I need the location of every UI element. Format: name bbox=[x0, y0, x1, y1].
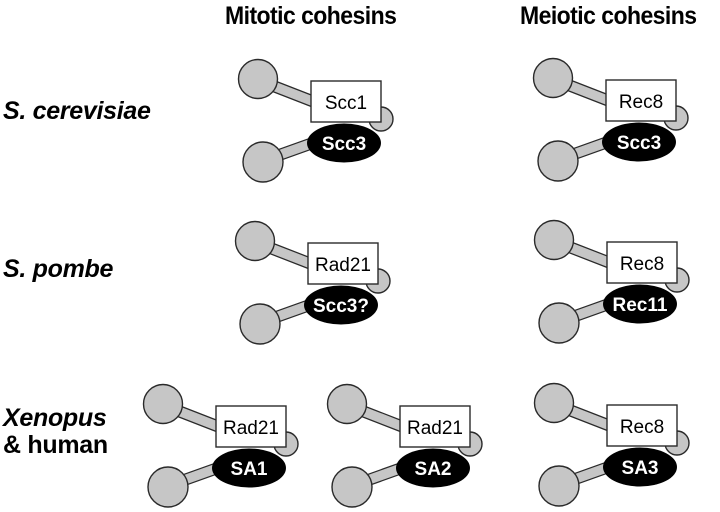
kleisin-label: Rad21 bbox=[407, 418, 463, 439]
species-name: S. pombe bbox=[3, 255, 114, 283]
species-name: S. cerevisiae bbox=[3, 97, 151, 125]
kleisin-box bbox=[215, 405, 287, 448]
sa-subunit-ellipse bbox=[603, 284, 677, 324]
smc-head-bottom bbox=[147, 466, 189, 508]
sa-subunit-label: Rec11 bbox=[613, 295, 668, 316]
smc-head-top bbox=[326, 383, 368, 425]
row-label-cerevisiae: S. cerevisiae bbox=[3, 98, 151, 125]
sa-subunit-ellipse bbox=[603, 447, 677, 487]
smc-head-top bbox=[237, 58, 279, 100]
sa-subunit-label: Scc3 bbox=[617, 133, 661, 154]
smc-head-bottom bbox=[537, 140, 579, 182]
cohesin-complex-pombe-meiotic: Rec11 Rec8 bbox=[533, 219, 690, 344]
sa-subunit-label: SA2 bbox=[415, 459, 452, 480]
species-name-suffix: & human bbox=[3, 431, 108, 459]
kleisin-label: Rec8 bbox=[619, 92, 663, 113]
smc-head-top bbox=[142, 383, 184, 425]
cohesin-complex-pombe-mitotic: Scc3? Rad21 bbox=[234, 220, 391, 345]
kleisin-label: Rec8 bbox=[620, 254, 664, 275]
smc-head-top bbox=[533, 382, 575, 424]
cohesin-complex-cerevisiae-mitotic: Scc3 Scc1 bbox=[237, 58, 394, 183]
kleisin-label: Rad21 bbox=[223, 418, 279, 439]
meiotic-cohesins-header: Meiotic cohesins bbox=[520, 2, 697, 30]
kleisin-box bbox=[605, 79, 677, 122]
sa-subunit-label: SA3 bbox=[622, 458, 659, 479]
row-label-xenopus-human: Xenopus & human bbox=[3, 405, 108, 459]
smc-head-bottom bbox=[242, 141, 284, 183]
cohesin-complex-xenopus-mitotic-sa1: SA1 Rad21 bbox=[142, 383, 299, 508]
sa-subunit-ellipse bbox=[212, 448, 286, 488]
mitotic-cohesins-header: Mitotic cohesins bbox=[225, 2, 397, 30]
smc-head-bottom bbox=[239, 303, 281, 345]
cohesin-complex-xenopus-meiotic: SA3 Rec8 bbox=[533, 382, 690, 507]
smc-head-bottom bbox=[331, 466, 373, 508]
species-name: Xenopus bbox=[3, 404, 107, 432]
cohesin-complex-xenopus-mitotic-sa2: SA2 Rad21 bbox=[326, 383, 483, 508]
sa-subunit-ellipse bbox=[304, 285, 378, 325]
kleisin-box bbox=[399, 405, 471, 448]
kleisin-box bbox=[606, 404, 678, 447]
kleisin-label: Rad21 bbox=[315, 255, 371, 276]
kleisin-box bbox=[307, 242, 379, 285]
row-label-pombe: S. pombe bbox=[3, 256, 113, 283]
sa-subunit-label: Scc3? bbox=[313, 296, 369, 317]
sa-subunit-ellipse bbox=[396, 448, 470, 488]
smc-head-top bbox=[234, 220, 276, 262]
kleisin-label: Rec8 bbox=[620, 417, 664, 438]
smc-head-bottom bbox=[538, 302, 580, 344]
kleisin-box bbox=[310, 80, 382, 123]
kleisin-box bbox=[606, 241, 678, 284]
sa-subunit-label: Scc3 bbox=[322, 134, 366, 155]
sa-subunit-ellipse bbox=[307, 123, 381, 163]
sa-subunit-ellipse bbox=[602, 122, 676, 162]
cohesin-complex-cerevisiae-meiotic: Scc3 Rec8 bbox=[532, 57, 689, 182]
sa-subunit-label: SA1 bbox=[231, 459, 268, 480]
smc-head-top bbox=[533, 219, 575, 261]
kleisin-label: Scc1 bbox=[325, 93, 367, 114]
smc-head-bottom bbox=[538, 465, 580, 507]
smc-head-top bbox=[532, 57, 574, 99]
